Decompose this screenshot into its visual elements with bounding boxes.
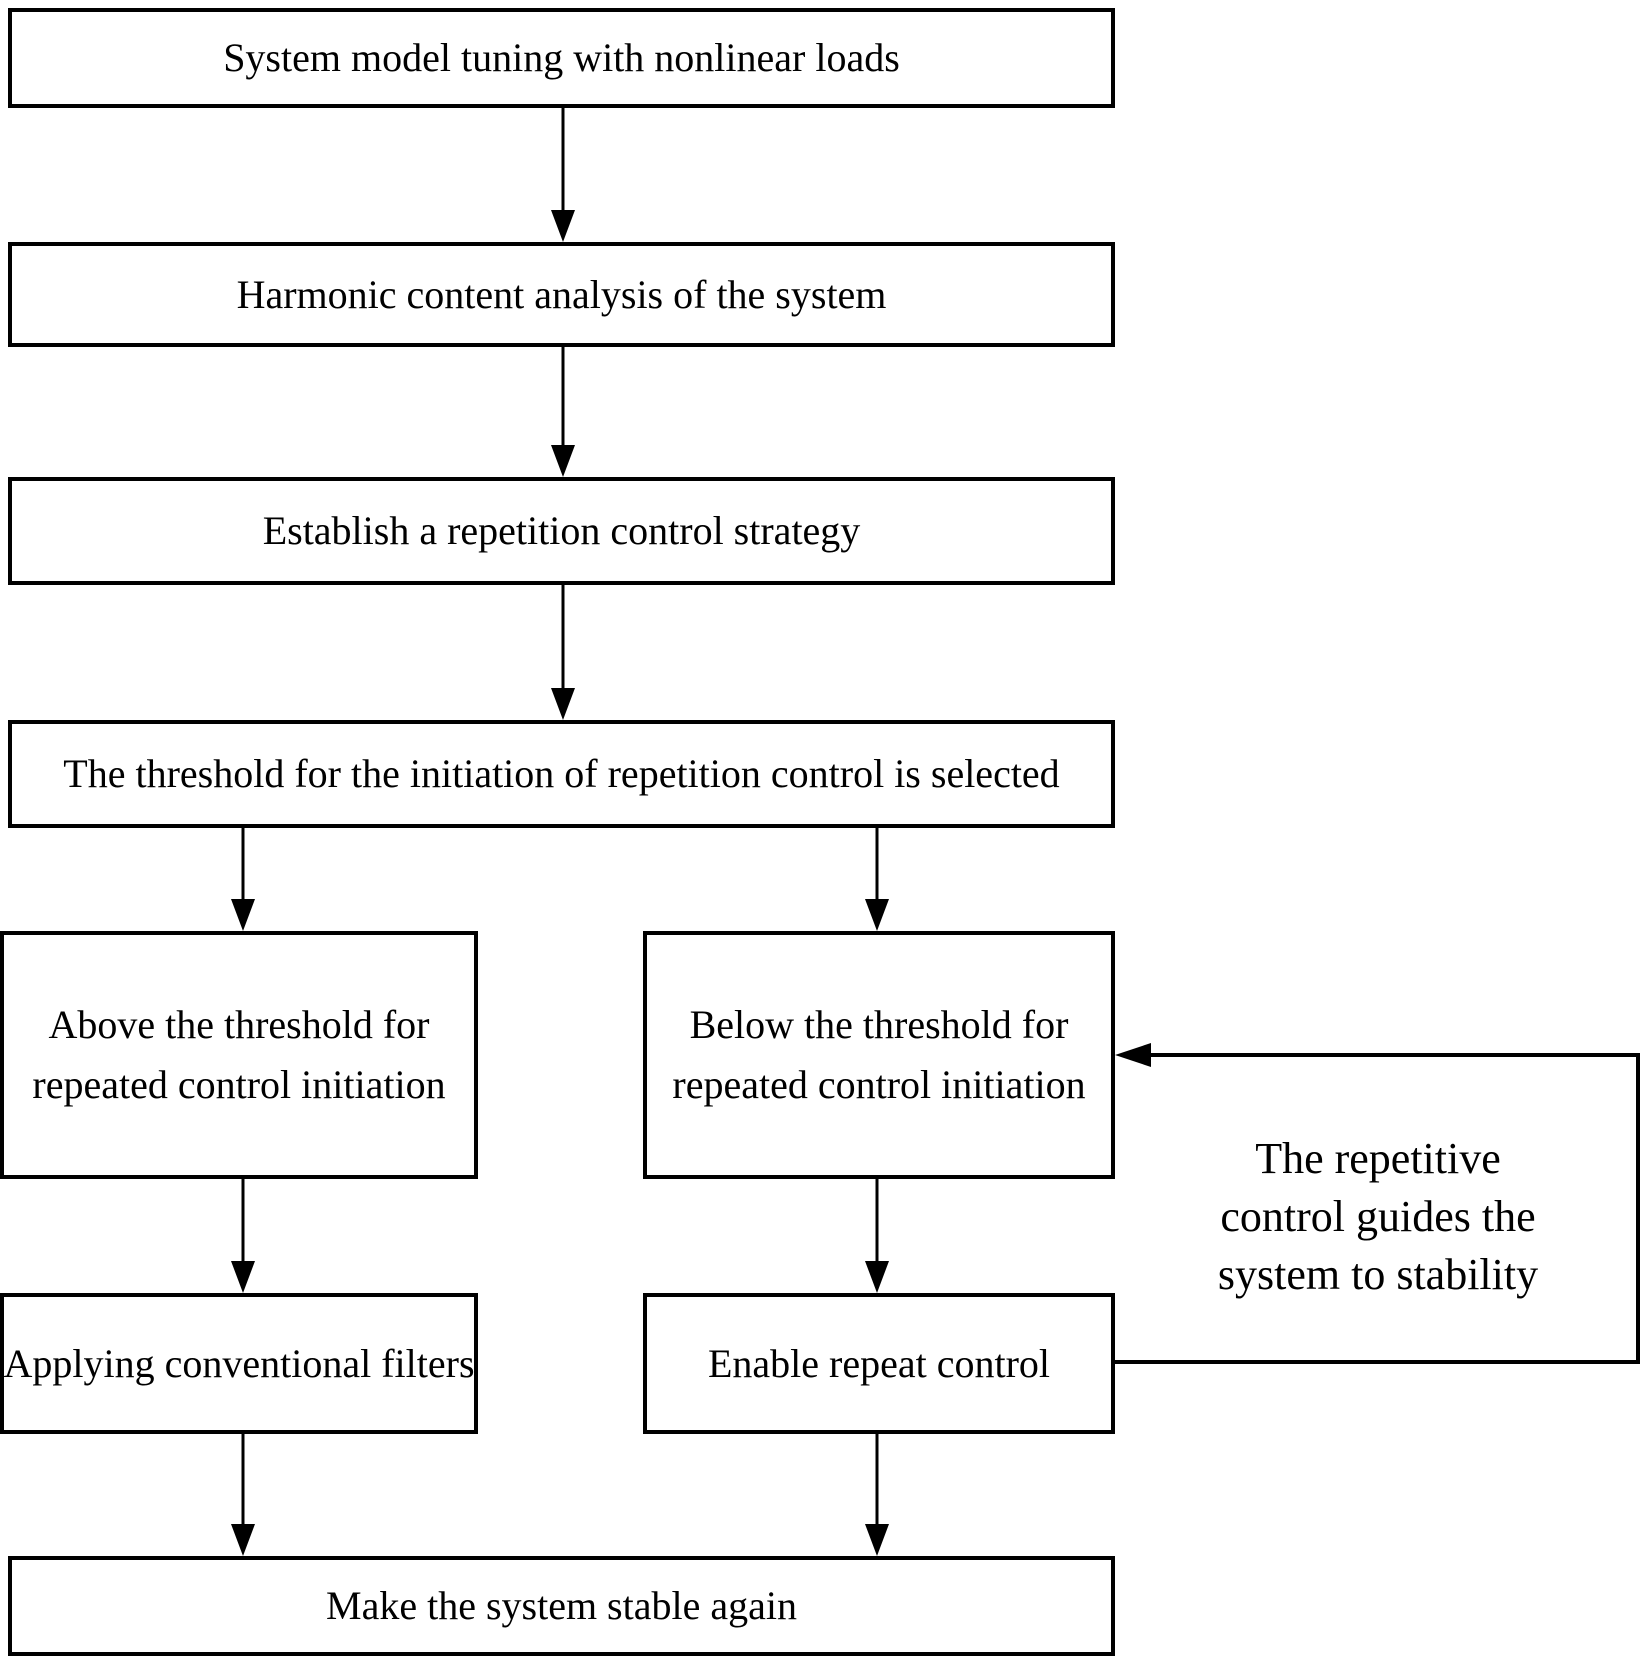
arrow-threshold-to-above <box>231 828 255 931</box>
node-label: System model tuning with nonlinear loads <box>223 35 900 80</box>
node-label: Applying conventional filters <box>3 1340 475 1386</box>
node-label: Make the system stable again <box>326 1583 797 1628</box>
arrow-harmonic-to-strategy <box>551 347 575 477</box>
arrow-above-to-filters <box>231 1179 255 1293</box>
node-threshold-selection: The threshold for the initiation of repe… <box>8 720 1115 828</box>
node-label: Harmonic content analysis of the system <box>236 271 887 317</box>
node-harmonic-analysis: Harmonic content analysis of the system <box>8 242 1115 347</box>
arrow-below-to-enable <box>865 1179 889 1293</box>
arrow-threshold-to-below <box>865 828 889 931</box>
arrow-strategy-to-threshold <box>551 585 575 720</box>
node-make-system-stable: Make the system stable again <box>8 1556 1115 1656</box>
arrow-enable-to-stable <box>865 1434 889 1556</box>
node-enable-repeat-control: Enable repeat control <box>643 1293 1115 1434</box>
node-repetition-control-strategy: Establish a repetition control strategy <box>8 477 1115 585</box>
node-label: Enable repeat control <box>707 1340 1051 1386</box>
feedback-loop-enable-to-below <box>1115 1043 1640 1364</box>
node-label: Establish a repetition control strategy <box>262 508 861 553</box>
arrow-filters-to-stable <box>231 1434 255 1556</box>
node-label: The threshold for the initiation of repe… <box>63 751 1060 796</box>
arrow-system-model-to-harmonic <box>551 108 575 242</box>
node-system-model-tuning: System model tuning with nonlinear loads <box>8 8 1115 108</box>
node-applying-conventional-filters: Applying conventional filters <box>0 1293 478 1434</box>
